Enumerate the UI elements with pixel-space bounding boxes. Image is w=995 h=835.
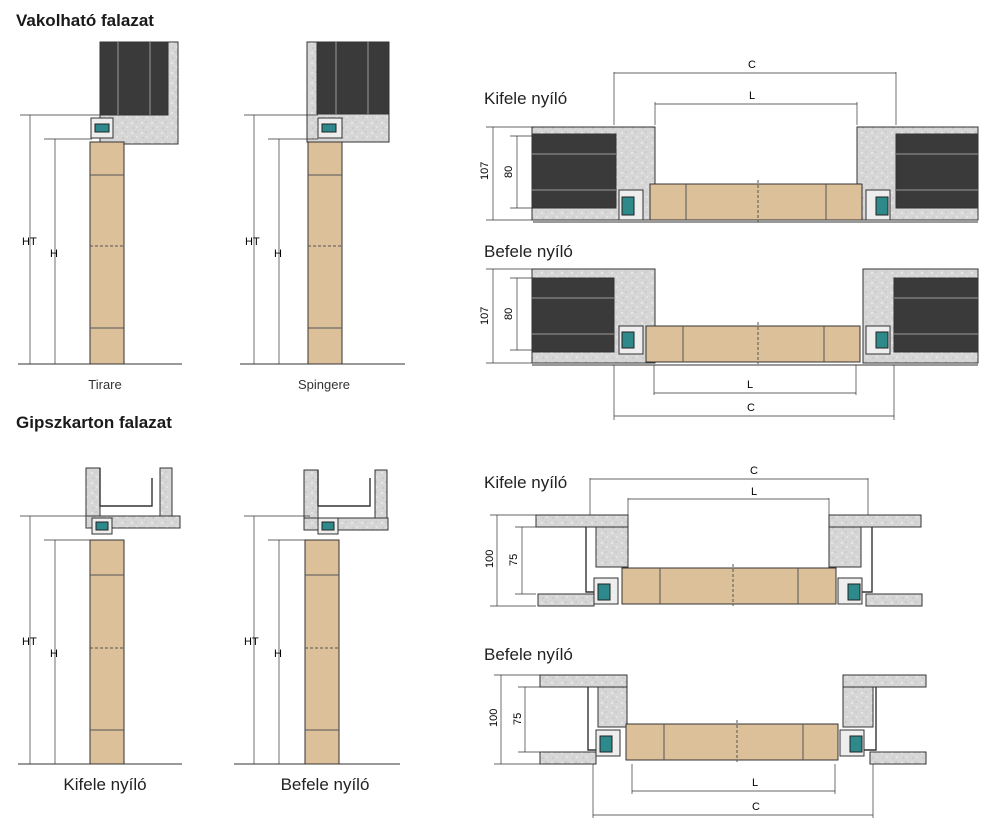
dim-ht-g-befele: HT [244,636,259,648]
dim-h-g-kifele: H [50,648,58,660]
caption-tirare: Tirare [88,377,122,392]
dim-75-g-kifele: 75 [508,554,520,566]
dim-h-g-befele: H [274,648,282,660]
horiz-section-g-befele: L C 100 75 [488,674,927,818]
dim-l-v-kifele: L [749,90,755,102]
dim-c-v-befele: C [747,402,755,414]
dim-l-g-kifele: L [751,486,757,498]
caption-kifele: Kifele nyíló [63,775,147,794]
horiz-section-v-befele: L C 107 80 [479,268,979,420]
vert-section-g-kifele: HT H [18,467,182,765]
dim-100-g-kifele: 100 [484,550,496,568]
title-vakolhato: Vakolható falazat [16,11,154,30]
horiz-section-v-kifele: C L 107 80 [479,59,979,223]
dim-c-g-befele: C [752,801,760,813]
section-v-befele: Befele nyíló [484,242,573,261]
dim-80-v-kifele: 80 [503,166,515,178]
title-gipszkarton: Gipszkarton falazat [16,413,172,432]
vert-section-spingere: HT H [240,41,405,365]
section-g-befele: Befele nyíló [484,645,573,664]
dim-c-v-kifele: C [748,59,756,71]
dim-h-tirare: H [50,248,58,260]
dim-l-g-befele: L [752,777,758,789]
vert-section-g-befele: HT H [234,469,400,765]
dim-ht-g-kifele: HT [22,636,37,648]
dim-h-spingere: H [274,248,282,260]
dim-ht-tirare: HT [22,236,37,248]
dim-107-v-befele: 107 [479,307,491,325]
caption-spingere: Spingere [297,377,351,392]
dim-80-v-befele: 80 [503,308,515,320]
dim-l-v-befele: L [747,379,753,391]
dim-100-g-befele: 100 [488,709,500,727]
vert-section-tirare: HT H [18,41,182,365]
dim-75-g-befele: 75 [512,713,524,725]
section-v-kifele: Kifele nyíló [484,89,568,108]
dim-c-g-kifele: C [750,465,758,477]
dim-ht-spingere: HT [245,236,260,248]
horiz-section-g-kifele: C L 100 75 [484,465,923,607]
dim-107-v-kifele: 107 [479,162,491,180]
section-g-kifele: Kifele nyíló [484,473,568,492]
caption-befele: Befele nyíló [280,775,370,794]
